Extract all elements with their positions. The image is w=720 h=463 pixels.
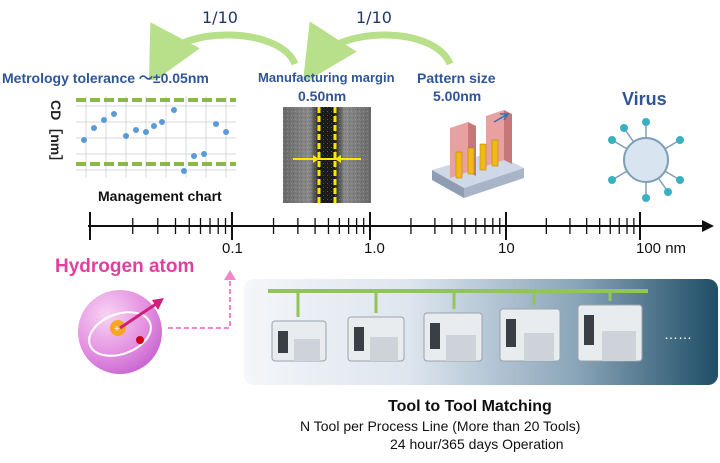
data-point [191, 153, 197, 159]
tick-label-1: 1.0 [364, 240, 385, 257]
tool-matching-title: Tool to Tool Matching [388, 398, 552, 415]
virus-illustration [608, 118, 684, 202]
scale-reduction-arrows [148, 21, 454, 80]
data-point [91, 125, 97, 131]
management-chart-label: Management chart [98, 188, 222, 204]
data-point [201, 151, 207, 157]
data-point [123, 133, 129, 139]
data-point [81, 137, 87, 143]
hydrogen-atom-label: Hydrogen atom [55, 256, 195, 277]
arrow-pattern-to-margin [302, 21, 454, 80]
manufacturing-margin-value: 0.50nm [298, 88, 347, 104]
sem-line-image [283, 107, 371, 203]
tool-count-text: N Tool per Process Line (More than 20 To… [300, 418, 581, 434]
data-point [171, 107, 177, 113]
data-point [223, 129, 229, 135]
tick-label-0-1: 0.1 [222, 240, 243, 257]
pattern-size-value: 5.00nm [433, 88, 482, 104]
metrology-tolerance-label: Metrology tolerance ～±0.05nm [2, 70, 209, 86]
svg-text:+: + [114, 324, 120, 335]
operation-hours-text: 24 hour/365 days Operation [390, 436, 564, 452]
size-scale-axis [88, 212, 714, 240]
more-tools-ellipsis: …… [664, 326, 692, 342]
data-point [181, 168, 187, 174]
data-point [111, 111, 117, 117]
pattern-size-label: Pattern size [417, 70, 496, 86]
finfet-pattern-illustration [432, 110, 524, 198]
data-point [133, 127, 139, 133]
manufacturing-margin-label: Manufacturing margin [258, 70, 395, 85]
tick-label-100nm: 100 nm [636, 240, 687, 257]
virus-label: Virus [622, 89, 667, 109]
data-point [151, 123, 157, 129]
data-point [213, 121, 219, 127]
ratio-left-label: 1/10 [202, 8, 238, 27]
hydrogen-scale-connector [168, 270, 236, 329]
ratio-right-label: 1/10 [356, 8, 392, 27]
tool-network-bus [268, 289, 648, 362]
data-point [101, 117, 107, 123]
data-point [143, 129, 149, 135]
management-chart [76, 96, 236, 178]
hydrogen-atom-illustration: + [78, 290, 164, 374]
cd-axis-label: CD［nm］ [48, 100, 64, 170]
data-point [159, 119, 165, 125]
tick-label-10: 10 [498, 240, 515, 257]
arrow-margin-to-tolerance [148, 22, 299, 80]
